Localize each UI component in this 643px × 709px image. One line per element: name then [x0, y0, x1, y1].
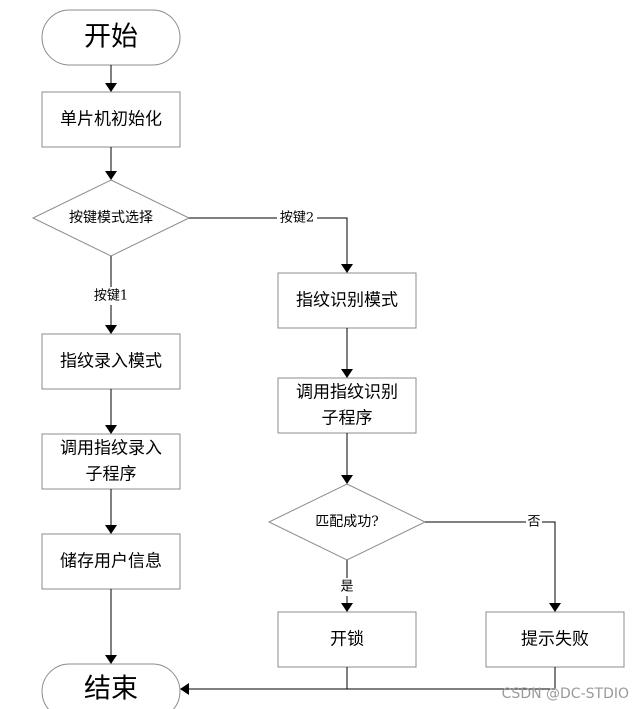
connector-match-fail [425, 521, 556, 603]
match-label: 匹配成功? [315, 514, 379, 530]
fail-box [485, 611, 625, 668]
init-box [41, 91, 181, 148]
key1-label-bg [92, 287, 130, 305]
arrowhead-end-merge [180, 683, 189, 695]
edge-label-no: 否 [527, 515, 540, 530]
yes-label-bg [339, 578, 355, 596]
key2-label-bg [277, 209, 317, 227]
arrowhead-init [105, 83, 117, 92]
key-select-label: 按键模式选择 [69, 210, 153, 226]
edge-label-yes: 是 [340, 580, 353, 595]
identify-mode-box [277, 272, 417, 329]
arrowhead-match [341, 475, 353, 484]
unlock-label: 开锁 [330, 630, 364, 650]
arrowhead-identify [341, 264, 353, 273]
call-enroll-label-line1: 调用指纹录入 [60, 439, 162, 459]
start-label: 开始 [84, 22, 138, 53]
call-identify-box [277, 377, 417, 434]
enroll-mode-label: 指纹录入模式 [60, 352, 162, 372]
arrowhead-fail [549, 603, 561, 612]
no-label-bg [526, 513, 542, 531]
init-label: 单片机初始化 [60, 110, 162, 130]
end-label: 结束 [84, 674, 138, 705]
call-identify-label-line1: 调用指纹识别 [296, 383, 398, 403]
fail-label: 提示失败 [521, 630, 589, 650]
arrowhead-end [105, 655, 117, 664]
call-enroll-box [41, 433, 181, 490]
arrowhead-call-identify [341, 369, 353, 378]
edge-label-key2: 按键2 [280, 211, 314, 226]
arrowhead-select [105, 171, 117, 180]
arrowhead-call-enroll [105, 425, 117, 434]
connector-unlock-end [189, 667, 348, 690]
watermark-text: CSDN @DC-STDIO [501, 686, 629, 702]
store-info-label: 储存用户信息 [60, 552, 162, 572]
call-enroll-label-line2: 子程序 [86, 465, 137, 485]
arrowhead-enroll [105, 325, 117, 334]
edge-label-key1: 按键1 [94, 289, 128, 304]
arrowhead-store [105, 525, 117, 534]
connector-select-identify [189, 217, 348, 264]
call-identify-label-line2: 子程序 [322, 409, 373, 429]
arrowhead-unlock [341, 603, 353, 612]
identify-mode-label: 指纹识别模式 [296, 291, 398, 311]
unlock-box [277, 611, 417, 668]
